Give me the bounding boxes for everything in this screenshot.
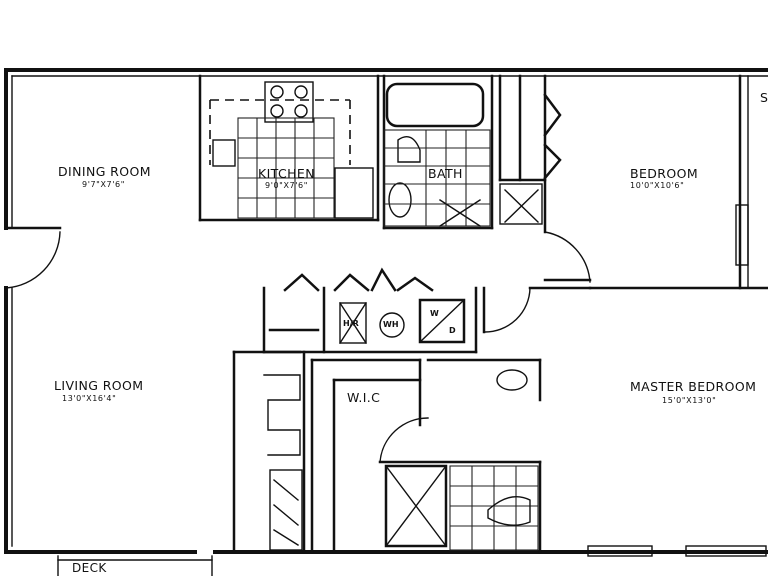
bedroom-dimensions: 10'0"X10'6" [630,181,685,190]
wic-label: W.I.C [347,390,381,405]
kitchen-dimensions: 9'0"X7'6" [265,181,308,190]
utility-area [262,267,592,354]
living-room-label: LIVING ROOM [54,378,144,393]
entry-door [4,226,62,289]
bath-label: BATH [428,166,463,181]
hvac-label: H/R [343,319,359,328]
hall-closets [498,74,592,283]
master-suite [232,350,767,557]
master-bedroom-dimensions: 15'0"X13'0" [662,396,717,405]
edge-letter: S [760,90,768,105]
bath-area [382,74,494,230]
water-heater-label: WH [383,320,399,329]
deck-area [57,555,213,576]
kitchen-label: KITCHEN [258,166,315,181]
kitchen-area [198,74,380,222]
dining-room-dimensions: 9'7"X7'6" [82,180,125,189]
exterior-walls [4,68,768,554]
dining-room-label: DINING ROOM [58,164,151,179]
bedroom-walls [588,74,768,290]
master-bedroom-label: MASTER BEDROOM [630,379,757,394]
deck-label: DECK [72,561,107,575]
dryer-label: D [449,326,456,335]
washer-label: W [430,309,439,318]
living-room-dimensions: 13'0"X16'4" [62,394,117,403]
bedroom-label: BEDROOM [630,166,699,181]
